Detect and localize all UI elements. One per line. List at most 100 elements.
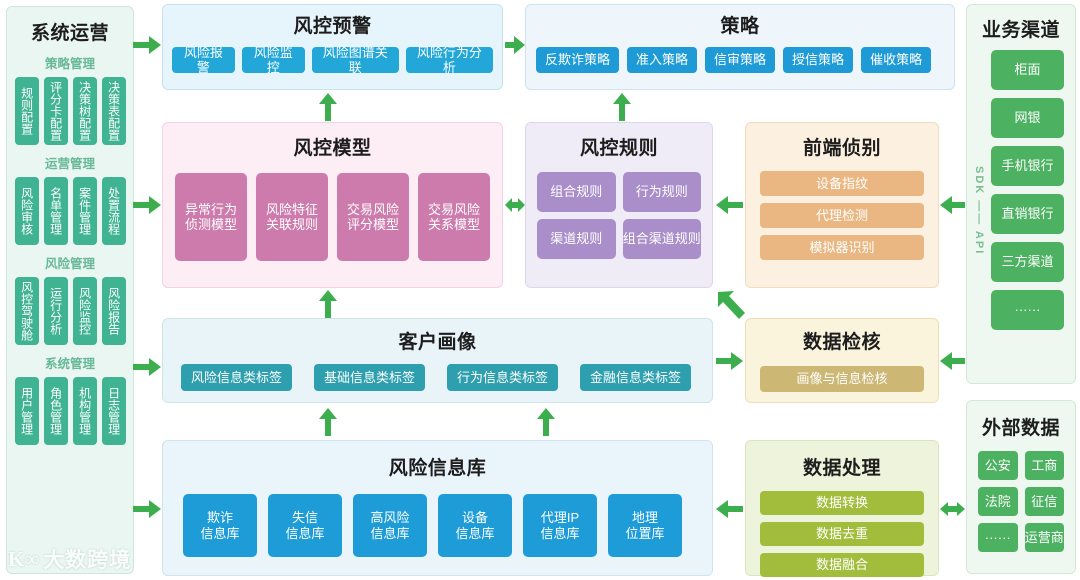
channel-item[interactable]: 手机银行 xyxy=(991,146,1064,186)
ops-item[interactable]: 角色管理 xyxy=(43,377,68,445)
arrow-left-icon xyxy=(716,196,743,214)
group-title: 运营管理 xyxy=(44,157,95,171)
strategy-item[interactable]: 授信策略 xyxy=(783,47,854,73)
ops-item[interactable]: 日志管理 xyxy=(101,377,126,445)
repo-item-line2: 信息库 xyxy=(200,525,240,541)
customer-profile-panel: 客户画像 风险信息类标签 基础信息类标签 行为信息类标签 金融信息类标签 xyxy=(162,318,713,403)
ops-item[interactable]: 用户管理 xyxy=(14,377,39,445)
arrow-up-icon xyxy=(613,93,631,121)
model-item-line1: 风险特征 xyxy=(265,201,318,217)
frontend-detection-items: 设备指纹 代理检测 模拟器识别 xyxy=(746,160,938,260)
rule-item[interactable]: 行为规则 xyxy=(622,172,701,212)
profile-item[interactable]: 基础信息类标签 xyxy=(314,364,426,391)
ops-item[interactable]: 风险报告 xyxy=(101,277,126,345)
business-channel-title: 业务渠道 xyxy=(981,20,1060,41)
external-item[interactable]: 运营商 xyxy=(1024,523,1064,552)
channel-item[interactable]: 三方渠道 xyxy=(991,242,1064,282)
repo-item[interactable]: 欺诈 信息库 xyxy=(183,494,257,557)
ops-item[interactable]: 评分卡配置 xyxy=(43,77,68,145)
ops-item[interactable]: 风险监控 xyxy=(72,277,97,345)
external-item[interactable]: 公安 xyxy=(978,451,1018,480)
ops-item[interactable]: 机构管理 xyxy=(72,377,97,445)
risk-model-title: 风控模型 xyxy=(293,138,372,159)
risk-repository-items: 欺诈 信息库 失信 信息库 高风险 信息库 设备 信息库 代理IP 信息库 地理… xyxy=(163,480,712,557)
business-channel-items: 柜面 网银 手机银行 直销银行 三方渠道 ······ xyxy=(991,50,1075,372)
group-title: 风险管理 xyxy=(44,257,95,271)
arrow-left-right-icon xyxy=(505,196,525,214)
external-item[interactable]: 法院 xyxy=(978,487,1018,516)
business-channel-panel: 业务渠道 SDK —— API 柜面 网银 手机银行 直销银行 三方渠道 ···… xyxy=(966,4,1076,384)
profile-item[interactable]: 行为信息类标签 xyxy=(447,364,559,391)
operations-group-operation: 运营管理 风险审核 名单管理 案件管理 处置流程 xyxy=(7,153,133,245)
repo-item[interactable]: 高风险 信息库 xyxy=(353,494,427,557)
frontend-item[interactable]: 设备指纹 xyxy=(760,171,924,196)
risk-alert-items: 风险报警 风险监控 风险图谱关联 风险行为分析 xyxy=(163,38,502,75)
arrow-left-icon xyxy=(940,352,965,370)
group-items: 风险审核 名单管理 案件管理 处置流程 xyxy=(7,177,133,245)
rule-item[interactable]: 组合渠道规则 xyxy=(622,219,701,259)
repo-item[interactable]: 失信 信息库 xyxy=(268,494,342,557)
profile-item[interactable]: 风险信息类标签 xyxy=(181,364,293,391)
repo-item[interactable]: 地理 位置库 xyxy=(608,494,682,557)
ops-item[interactable]: 案件管理 xyxy=(72,177,97,245)
repo-item[interactable]: 设备 信息库 xyxy=(438,494,512,557)
data-verification-panel: 数据检核 画像与信息检核 xyxy=(745,318,939,403)
alert-item[interactable]: 风险报警 xyxy=(172,45,235,75)
strategy-item[interactable]: 反欺诈策略 xyxy=(536,47,620,73)
model-item-line1: 交易风险 xyxy=(427,201,480,217)
frontend-detection-title: 前端侦别 xyxy=(802,138,881,159)
model-item-line1: 异常行为 xyxy=(184,201,237,217)
model-item[interactable]: 风险特征 关联规则 xyxy=(256,173,328,261)
data-processing-panel: 数据处理 数据转换 数据去重 数据融合 xyxy=(745,440,939,577)
rule-item[interactable]: 渠道规则 xyxy=(537,219,616,259)
risk-model-items: 异常行为 侦测模型 风险特征 关联规则 交易风险 评分模型 交易风险 关系模型 xyxy=(163,160,502,261)
alert-item[interactable]: 风险图谱关联 xyxy=(311,45,399,75)
profile-item[interactable]: 金融信息类标签 xyxy=(580,364,692,391)
arrow-up-icon xyxy=(319,408,337,436)
alert-item[interactable]: 风险监控 xyxy=(241,45,305,75)
process-item[interactable]: 数据融合 xyxy=(760,553,924,577)
channel-item[interactable]: 网银 xyxy=(991,98,1064,138)
business-channel-body: SDK —— API 柜面 网银 手机银行 直销银行 三方渠道 ······ xyxy=(967,42,1075,372)
repo-item-line2: 信息库 xyxy=(455,525,495,541)
ops-item[interactable]: 风险审核 xyxy=(14,177,39,245)
arrow-right-icon xyxy=(133,36,161,54)
arrow-right-icon xyxy=(133,358,161,376)
frontend-item[interactable]: 模拟器识别 xyxy=(760,235,924,260)
strategy-item[interactable]: 准入策略 xyxy=(627,47,698,73)
model-item[interactable]: 交易风险 评分模型 xyxy=(337,173,409,261)
process-item[interactable]: 数据转换 xyxy=(760,491,924,515)
repo-item-line1: 欺诈 xyxy=(206,510,233,526)
ops-item[interactable]: 处置流程 xyxy=(101,177,126,245)
external-item[interactable]: 工商 xyxy=(1024,451,1064,480)
external-data-title: 外部数据 xyxy=(981,418,1060,439)
data-verification-title: 数据检核 xyxy=(802,332,881,353)
risk-rule-panel: 风控规则 组合规则 行为规则 渠道规则 组合渠道规则 xyxy=(525,122,713,288)
group-items: 用户管理 角色管理 机构管理 日志管理 xyxy=(7,377,133,445)
model-item[interactable]: 异常行为 侦测模型 xyxy=(175,173,247,261)
operations-group-strategy: 策略管理 规则配置 评分卡配置 决策树配置 决策表配置 xyxy=(7,53,133,145)
ops-item[interactable]: 名单管理 xyxy=(43,177,68,245)
process-item[interactable]: 数据去重 xyxy=(760,522,924,546)
alert-item[interactable]: 风险行为分析 xyxy=(405,45,493,75)
channel-item[interactable]: ······ xyxy=(991,290,1064,330)
verify-item[interactable]: 画像与信息检核 xyxy=(760,366,924,392)
channel-item[interactable]: 直销银行 xyxy=(991,194,1064,234)
repo-item[interactable]: 代理IP 信息库 xyxy=(523,494,597,557)
arrow-right-icon xyxy=(133,500,161,518)
rule-item[interactable]: 组合规则 xyxy=(537,172,616,212)
ops-item[interactable]: 决策表配置 xyxy=(101,77,126,145)
external-item[interactable]: ······ xyxy=(978,523,1018,552)
ops-item[interactable]: 规则配置 xyxy=(14,77,39,145)
model-item[interactable]: 交易风险 关系模型 xyxy=(418,173,490,261)
strategy-item[interactable]: 催收策略 xyxy=(861,47,932,73)
strategy-item[interactable]: 信审策略 xyxy=(705,47,776,73)
ops-item[interactable]: 决策树配置 xyxy=(72,77,97,145)
external-item[interactable]: 征信 xyxy=(1024,487,1064,516)
arrow-up-icon xyxy=(537,408,555,436)
frontend-item[interactable]: 代理检测 xyxy=(760,203,924,228)
channel-item[interactable]: 柜面 xyxy=(991,50,1064,90)
ops-item[interactable]: 风控驾驶舱 xyxy=(14,277,39,345)
ops-item[interactable]: 运行分析 xyxy=(43,277,68,345)
